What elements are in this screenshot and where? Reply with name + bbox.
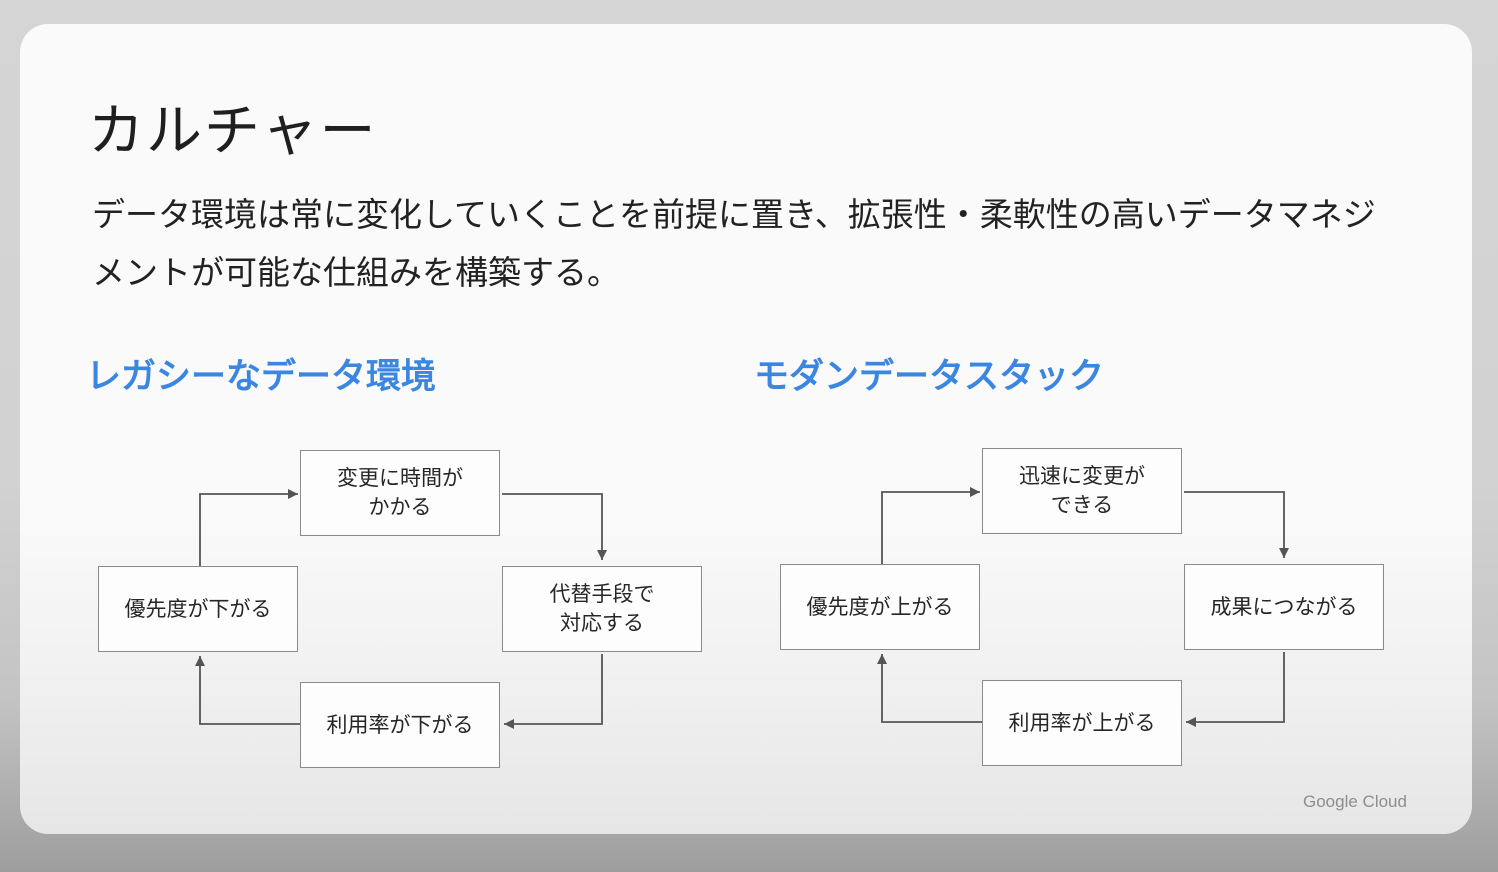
- modern-arrow-right-to-bottom: [1186, 652, 1285, 727]
- modern-arrow-bottom-to-left: [877, 654, 982, 723]
- modern-node-results: 成果につながる: [1184, 564, 1384, 650]
- legacy-node-priority-down: 優先度が下がる: [98, 566, 298, 652]
- modern-heading: モダンデータスタック: [754, 357, 1105, 397]
- legacy-arrow-right-to-bottom: [504, 654, 603, 729]
- legacy-arrow-left-to-top: [199, 489, 298, 566]
- legacy-heading: レガシーなデータ環境: [86, 357, 437, 397]
- modern-node-priority-up: 優先度が上がる: [780, 564, 980, 650]
- slide: カルチャー データ環境は常に変化していくことを前提に置き、拡張性・柔軟性の高いデ…: [20, 24, 1472, 834]
- legacy-arrow-top-to-right: [502, 493, 607, 560]
- modern-node-usage-up: 利用率が上がる: [982, 680, 1182, 766]
- modern-arrow-top-to-right: [1184, 491, 1289, 558]
- legacy-arrow-bottom-to-left: [195, 656, 300, 725]
- google-cloud-logo: Google Cloud: [1303, 792, 1407, 811]
- cycle-arrows: [195, 487, 1289, 729]
- legacy-node-label: 変更に時間が かかる: [337, 466, 463, 519]
- legacy-node-slow-changes: 変更に時間が かかる: [300, 450, 500, 536]
- modern-node-label: 成果につながる: [1210, 594, 1358, 619]
- legacy-node-label: 利用率が下がる: [326, 712, 474, 737]
- slide-title: カルチャー: [88, 99, 378, 164]
- legacy-node-label: 優先度が下がる: [124, 596, 272, 621]
- modern-node-label: 迅速に変更が できる: [1019, 464, 1145, 517]
- slide-description: データ環境は常に変化していくことを前提に置き、拡張性・柔軟性の高いデータマネジメ…: [92, 195, 1376, 292]
- modern-node-label: 利用率が上がる: [1008, 710, 1156, 735]
- legacy-node-label: 代替手段で 対応する: [549, 582, 655, 635]
- modern-arrow-left-to-top: [881, 487, 980, 564]
- legacy-node-workaround: 代替手段で 対応する: [502, 566, 702, 652]
- modern-node-label: 優先度が上がる: [806, 594, 954, 619]
- modern-node-fast-changes: 迅速に変更が できる: [982, 448, 1182, 534]
- legacy-node-usage-down: 利用率が下がる: [300, 682, 500, 768]
